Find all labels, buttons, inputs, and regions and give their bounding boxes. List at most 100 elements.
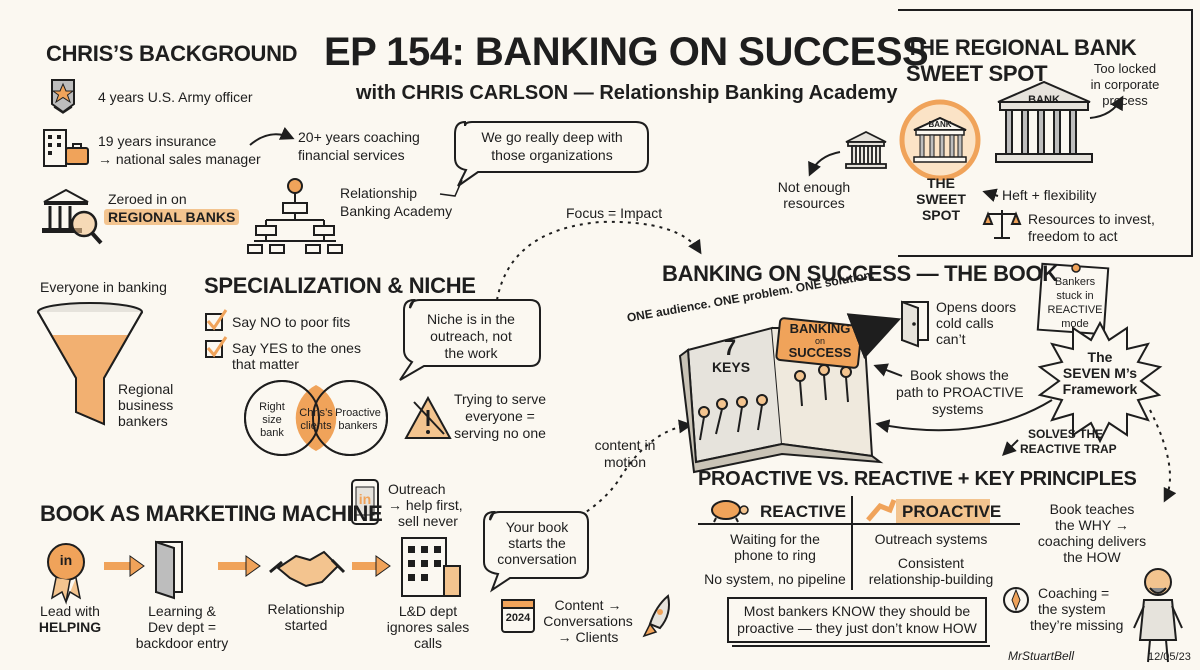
bank-magnifier-icon [42, 188, 103, 245]
sweet-spot-label-3: SPOT [921, 207, 961, 223]
venn-left-1: Right [259, 401, 285, 413]
funnel-output-2: business [118, 397, 174, 413]
niche-bubble-3: the work [444, 345, 498, 361]
reactive-item-2: No system, no pipeline [704, 571, 846, 587]
niche-bubble-1: Niche is in the [427, 311, 515, 327]
callout-line-1: Most bankers KNOW they should be [743, 603, 971, 619]
reactive-label: REACTIVE [760, 502, 846, 521]
badge-linkedin-logo: in [59, 552, 73, 568]
sticky-note [1036, 262, 1110, 336]
academy-line-1: Relationship [340, 185, 418, 201]
step2-line-3: backdoor entry [135, 635, 229, 651]
open-book-icon [678, 317, 884, 474]
comparison-table [698, 496, 1020, 590]
quote-line-2: those organizations [491, 147, 613, 163]
sweet-spot-heading-1: THE REGIONAL BANK [906, 35, 1137, 60]
path-line-3: systems [932, 401, 984, 417]
sweet-spot-label-1: THE [927, 175, 955, 191]
solves-line-2: REACTIVE TRAP [1020, 442, 1117, 456]
rocket-icon [642, 594, 670, 638]
mid-bank-sign: BANK [928, 120, 952, 129]
reactive-item-1a: Waiting for the [730, 531, 820, 547]
door-icon [901, 300, 929, 348]
army-rank-icon [51, 79, 75, 114]
funnel-output-1: Regional [118, 381, 174, 397]
step1-line-1: Lead with [40, 603, 100, 619]
warning-line-2: everyone = [465, 408, 535, 424]
phone-linkedin-logo: in [358, 491, 372, 507]
teaches-line-2: the WHY → [1055, 517, 1129, 533]
calendar-year: 2024 [505, 612, 531, 624]
step4-line-1: L&D dept [398, 603, 458, 619]
big-bank-sign: BANK [1028, 94, 1060, 106]
conversation-bubble [483, 510, 589, 593]
checkbox-yes-icon [205, 336, 228, 358]
sticky-line-1: Bankers [1054, 276, 1096, 288]
funnel-output-3: bankers [118, 413, 168, 429]
venn-left-2: size [262, 414, 282, 426]
arrow-step-2 [218, 555, 261, 577]
content-motion-1: content in [594, 437, 656, 453]
keys-word: KEYS [711, 359, 751, 375]
say-no-text: Say NO to poor fits [232, 314, 351, 330]
step4-line-3: calls [413, 635, 442, 651]
content-flow-2: Conversations [543, 613, 633, 629]
sweet-spot-label-2: SWEET [916, 191, 966, 207]
callout-line-2: proactive — they just don’t know HOW [737, 620, 977, 636]
framework-line-2: SEVEN M’s [1062, 365, 1138, 381]
coaching-line-2: the system [1038, 601, 1106, 617]
outreach-line-1: Outreach [388, 481, 446, 497]
regional-banks-highlight: REGIONAL BANKS [104, 209, 240, 225]
niche-bubble [399, 298, 541, 381]
step3-line-2: started [284, 617, 328, 633]
content-flow-1: Content → [554, 597, 622, 613]
scales-icon [982, 210, 1022, 239]
step3-line-1: Relationship [267, 601, 345, 617]
doors-line-3: can’t [936, 331, 966, 347]
teaches-line-1: Book teaches [1049, 501, 1135, 517]
outreach-line-3: sell never [398, 513, 458, 529]
step1-line-2: HELPING [38, 619, 102, 635]
sweet-spot-heading-2: SWEET SPOT [906, 61, 1048, 86]
conversation-line-1: Your book [505, 519, 569, 535]
artist-signature: MrStuartBell [1008, 649, 1075, 663]
focus-impact-label: Focus = Impact [566, 205, 663, 221]
not-enough-1: Not enough [777, 179, 851, 195]
office-building-icon [43, 129, 89, 167]
insurance-line-1: 19 years insurance [98, 133, 217, 149]
locked-line-1: Too locked [1093, 61, 1157, 76]
venn-diagram [244, 380, 388, 456]
proactive-item-2a: Consistent [897, 555, 965, 571]
quote-bubble [454, 120, 649, 187]
locked-line-3: process [1102, 93, 1148, 108]
insurance-line-2: → national sales manager [98, 151, 261, 167]
calendar-icon [501, 599, 535, 633]
small-bank-icon [845, 130, 887, 169]
content-motion-2: motion [603, 454, 647, 470]
arrow-step-1 [104, 555, 145, 577]
doors-line-1: Opens doors [936, 299, 1017, 315]
book-heading: BANKING ON SUCCESS — THE BOOK [662, 261, 1058, 286]
coaching-connector [1149, 409, 1177, 503]
step4-line-2: ignores sales [386, 619, 470, 635]
outreach-line-2: → help first, [388, 497, 463, 513]
org-chart-icon [247, 178, 343, 254]
principles-heading: PROACTIVE VS. REACTIVE + KEY PRINCIPLES [698, 468, 1137, 490]
venn-left-3: bank [260, 427, 284, 439]
framework-line-1: The [1087, 349, 1113, 365]
locked-line-2: in corporate [1090, 77, 1160, 92]
venn-middle-1: Chris’s [299, 407, 333, 419]
niche-heading: SPECIALIZATION & NICHE [204, 273, 476, 298]
coaching-years-1: 20+ years coaching [298, 129, 420, 145]
content-flow-3: → Clients [557, 629, 619, 645]
warning-icon [404, 395, 452, 439]
not-enough-2: resources [783, 195, 845, 211]
step2-line-1: Learning & [148, 603, 216, 619]
proactive-item-2b: relationship-building [868, 571, 994, 587]
venn-right-1: Proactive [335, 407, 381, 419]
coaching-years-2: financial services [298, 147, 405, 163]
doors-line-2: cold calls [936, 315, 994, 331]
keys-number: 7 [723, 335, 737, 360]
presenter-figure-icon [1133, 568, 1183, 663]
